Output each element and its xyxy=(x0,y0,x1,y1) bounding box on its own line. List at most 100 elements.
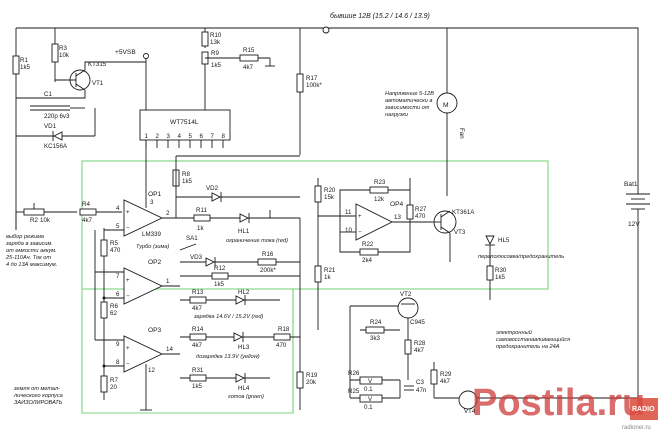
op2-pin-b: 6 xyxy=(116,291,120,298)
op3-pin-out: 14 xyxy=(166,346,173,353)
r31-value: 1k5 xyxy=(192,383,203,390)
r16-value: 200k* xyxy=(260,267,276,274)
led-hl5 xyxy=(485,235,495,246)
r28-ref: R28 xyxy=(414,340,426,347)
led-hl4 xyxy=(235,373,246,383)
r2-ref: R2 xyxy=(30,217,38,224)
r3-ref: R3 xyxy=(59,45,67,52)
r13-ref: R13 xyxy=(192,289,204,296)
rail-terminal xyxy=(322,26,330,34)
resistor-r2 xyxy=(23,208,45,216)
r16-ref: R16 xyxy=(262,251,274,258)
op4-pin-out: 13 xyxy=(394,214,401,221)
resistor-r3 xyxy=(51,43,59,63)
ic-pin-number: 5 xyxy=(189,133,193,140)
r24-value: 3k3 xyxy=(370,335,381,342)
ic-pin-number: 6 xyxy=(200,133,204,140)
vd2-ref: VD2 xyxy=(206,185,219,192)
ground-note-line-2: лического корпуса xyxy=(13,393,63,399)
relay-note-line-1: электронный xyxy=(496,329,532,336)
meter-v-1: V xyxy=(368,378,373,385)
ic-pin-number: 8 xyxy=(222,133,226,140)
switch-sa1[interactable] xyxy=(179,243,197,251)
rail-label: бывшие 12В (15.2 / 14.6 / 13.9) xyxy=(330,12,430,20)
r8-value: 1k5 xyxy=(182,178,193,185)
resistor-r14 xyxy=(189,333,207,341)
vt1-value: KT315 xyxy=(88,61,107,68)
vt4-ref: VT4 xyxy=(464,408,476,415)
vd1-ref: VD1 xyxy=(44,123,57,130)
r17-value: 100k* xyxy=(306,82,322,89)
fan-ref: Fan xyxy=(458,128,465,139)
transistor-vt4 xyxy=(458,390,478,410)
resistor-r27 xyxy=(406,204,414,220)
mode-note-line-1: выбор режима xyxy=(6,234,44,240)
hl4-annotation: готов (green) xyxy=(228,394,264,400)
meter-v-2: V xyxy=(368,396,373,403)
r29-value: 4k7 xyxy=(440,378,451,385)
hl3-annotation: дозарядка 13.9V (yellow) xyxy=(196,354,260,360)
resistor-r24 xyxy=(365,326,385,334)
op1-pin-a: 4 xyxy=(116,205,120,212)
r12-value: 1k5 xyxy=(214,281,225,288)
r5-value: 470 xyxy=(110,247,121,254)
resistor-r10 xyxy=(201,31,209,47)
r30-value: 1k5 xyxy=(495,274,506,281)
junction xyxy=(102,296,106,300)
led-hl2 xyxy=(235,295,246,305)
sa1-ref: SA1 xyxy=(186,235,198,242)
r17-ref: R17 xyxy=(306,75,318,82)
r19-ref: R19 xyxy=(306,372,318,379)
vsb-label: +5VSB xyxy=(115,49,136,56)
diode-vd2 xyxy=(211,192,222,202)
ic-pin-number: 7 xyxy=(211,133,215,140)
resistor-r7 xyxy=(100,375,108,393)
c1-value: 220р 6v3 xyxy=(44,113,70,120)
vt1-collector-wire xyxy=(84,61,146,70)
op1-name: OP1 xyxy=(148,191,162,198)
svg-text:−: − xyxy=(126,225,130,232)
resistor-r30 xyxy=(486,265,494,281)
resistor-r4 xyxy=(79,208,97,216)
watermark-corner-bottom: radioner.ru xyxy=(622,425,651,431)
r25-ref: R25 xyxy=(348,388,360,395)
transistor-vt2 xyxy=(397,297,419,319)
junction xyxy=(102,364,106,368)
r18-ref: R18 xyxy=(278,326,290,333)
r14-ref: R14 xyxy=(192,326,204,333)
r21-ref: R21 xyxy=(324,267,336,274)
relay-note-line-3: предохранитель на 24А xyxy=(496,344,560,350)
svg-text:−: − xyxy=(358,229,362,236)
resistor-r25 xyxy=(359,394,383,403)
vt2-ref: VT2 xyxy=(400,291,412,298)
r13-value: 4k7 xyxy=(192,305,203,312)
resistor-r15 xyxy=(239,54,259,62)
r11-value: 1k xyxy=(197,225,204,232)
op1-part: LM339 xyxy=(142,231,161,238)
svg-text:−: − xyxy=(126,293,130,300)
r22-value: 2k4 xyxy=(362,257,373,264)
op2-pin-a: 7 xyxy=(116,273,120,280)
r6-value: 62 xyxy=(110,310,117,317)
hl5-annotation: переполюсовка/предохранитель xyxy=(478,254,564,260)
hl3-ref: HL3 xyxy=(238,344,250,351)
r26-ref: R26 xyxy=(348,370,360,377)
resistor-r1 xyxy=(12,55,20,75)
op3-pin-b: 8 xyxy=(116,359,120,366)
op3-pin-a: 9 xyxy=(116,341,120,348)
r1-value: 1k5 xyxy=(20,64,31,71)
vt1-ref: VT1 xyxy=(92,80,104,87)
vt1-emitter xyxy=(75,83,86,91)
opamp-op2: + − xyxy=(123,267,164,305)
op3-name: OP3 xyxy=(148,327,162,334)
c3-ref: C3 xyxy=(416,379,424,386)
op1-pin-vcc: 3 xyxy=(150,199,154,206)
vt3-emitter xyxy=(440,226,451,234)
r31-ref: R31 xyxy=(192,367,204,374)
resistor-r26 xyxy=(359,376,383,385)
hl4-ref: HL4 xyxy=(238,385,250,392)
r8-ref: R8 xyxy=(182,171,190,178)
svg-text:+: + xyxy=(126,277,130,284)
